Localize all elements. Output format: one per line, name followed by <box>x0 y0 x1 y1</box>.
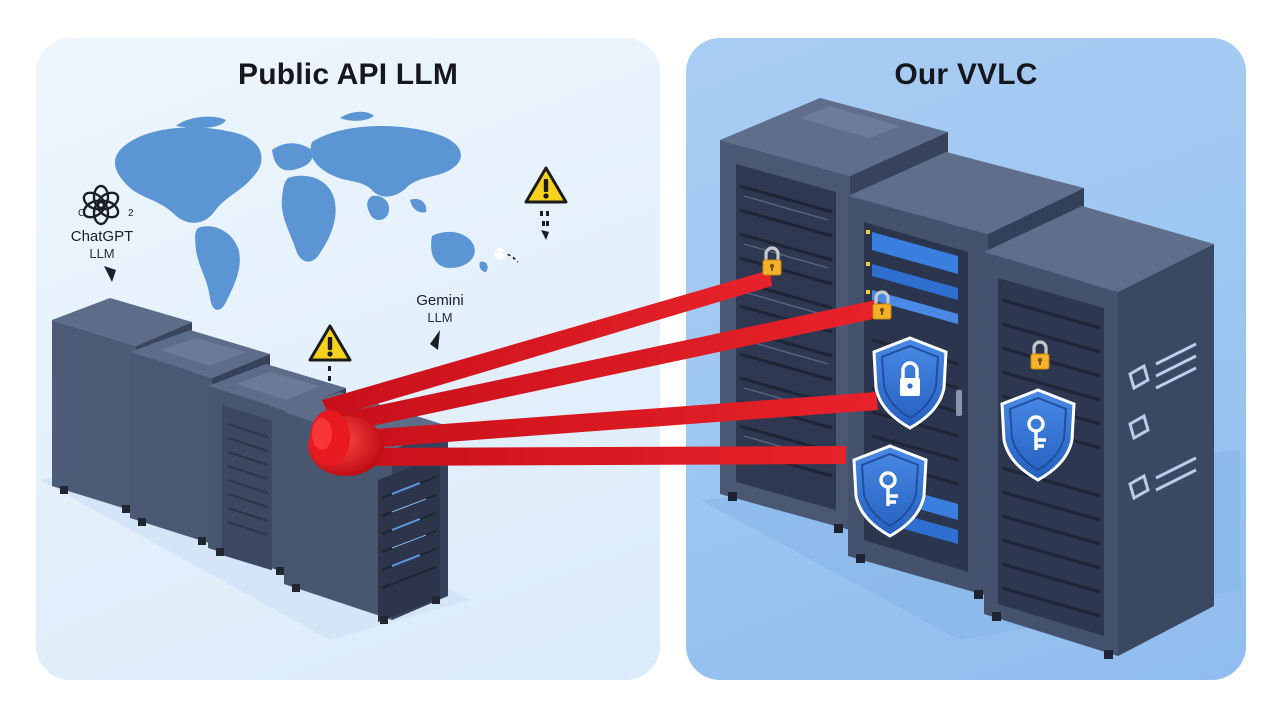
gemini-sub: LLM <box>427 310 453 325</box>
shield-key-icon <box>852 444 928 538</box>
gemini-name: Gemini <box>416 292 464 309</box>
svg-text:2: 2 <box>128 208 134 219</box>
world-map <box>114 111 488 310</box>
svg-text:C: C <box>78 208 85 219</box>
warning-icon <box>308 324 352 362</box>
chatgpt-name: ChatGPT <box>70 228 134 245</box>
chatgpt-label: ChatGPT LLM <box>62 228 142 262</box>
vvlc-title: Our VVLC <box>894 58 1038 91</box>
chatgpt-sub: LLM <box>89 246 115 261</box>
public-api-title: Public API LLM <box>237 58 459 91</box>
warning-icon <box>524 166 568 204</box>
breach-point <box>308 410 384 476</box>
shield-lock-icon <box>872 336 948 430</box>
data-leak-beam <box>322 270 878 466</box>
gemini-label: Gemini LLM <box>400 292 480 326</box>
list-icon <box>1128 342 1197 501</box>
shield-key-icon <box>1000 388 1076 482</box>
openai-logo-icon <box>82 184 120 226</box>
